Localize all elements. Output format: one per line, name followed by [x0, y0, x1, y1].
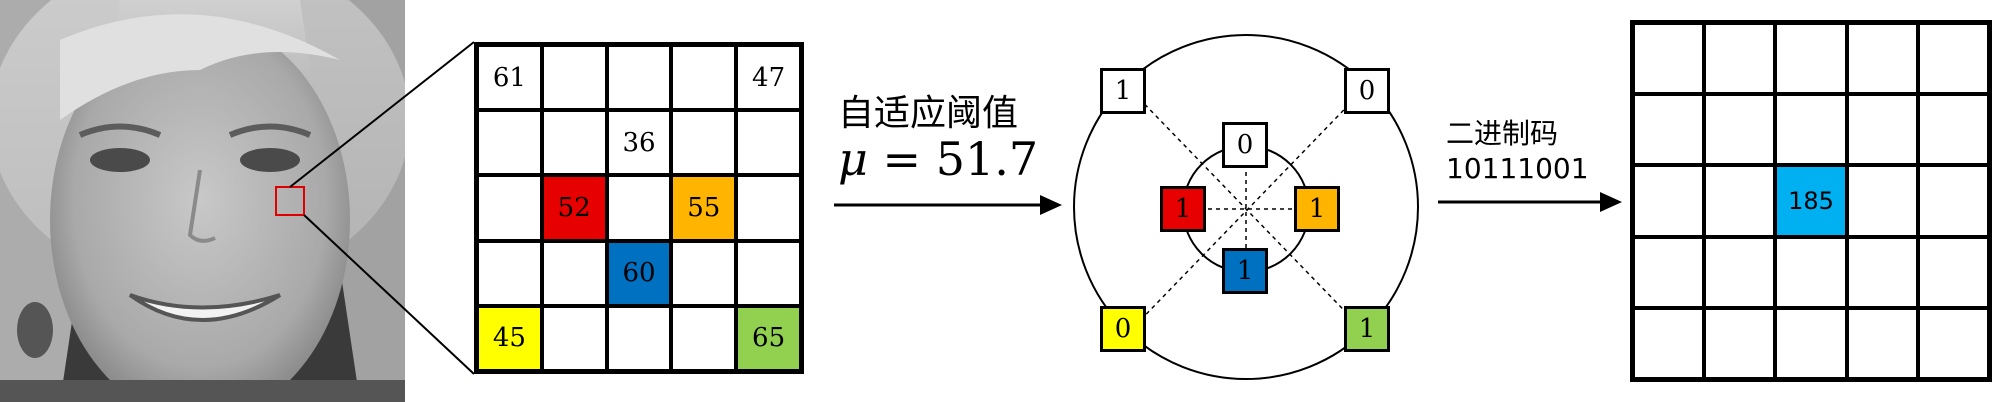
patch-cell: [477, 240, 542, 306]
result-cell: [1846, 165, 1918, 237]
result-cell: [1633, 236, 1705, 308]
result-cell: [1917, 236, 1989, 308]
result-cell: 185: [1775, 165, 1847, 237]
patch-cell: [736, 110, 801, 176]
result-cell: [1775, 23, 1847, 95]
result-cell: [1704, 23, 1776, 95]
result-cell: [1846, 94, 1918, 166]
patch-cell: [541, 305, 607, 371]
patch-cell: [541, 240, 607, 306]
result-grid: 185: [1630, 20, 1992, 382]
result-cell: [1917, 94, 1989, 166]
bit-outer-top-right: 0: [1344, 68, 1390, 114]
bit-inner-left: 1: [1160, 186, 1206, 232]
bit-inner-right: 1: [1294, 186, 1340, 232]
result-cell: [1633, 94, 1705, 166]
patch-cell: [671, 240, 737, 306]
patch-cell: [736, 240, 801, 306]
result-cell: [1633, 23, 1705, 95]
patch-cell: [671, 305, 737, 371]
bit-inner-bottom: 1: [1222, 248, 1268, 294]
patch-cell: 55: [671, 175, 737, 241]
mu-symbol: μ: [838, 132, 868, 186]
bit-inner-top: 0: [1222, 122, 1268, 168]
result-cell: [1704, 307, 1776, 379]
zoom-line-top: [289, 41, 475, 188]
patch-cell: [671, 110, 737, 176]
patch-cell: [606, 305, 672, 371]
dashed-spokes: [1127, 86, 1367, 334]
result-cell: [1846, 236, 1918, 308]
patch-cell: 61: [477, 45, 542, 111]
result-cell: [1917, 307, 1989, 379]
bit-outer-bottom-right: 1: [1344, 306, 1390, 352]
patch-cell: [606, 45, 672, 111]
binary-code-label: 二进制码: [1446, 117, 1559, 150]
patch-cell: 52: [541, 175, 607, 241]
binary-arrowhead: [1600, 192, 1622, 212]
zoom-line-bottom: [303, 214, 475, 375]
outer-circle: [1073, 34, 1419, 380]
threshold-value: μ = 51.7: [838, 132, 1038, 186]
threshold-label: 自适应阈值: [838, 93, 1019, 134]
patch-cell: 65: [736, 305, 801, 371]
patch-cell: 60: [606, 240, 672, 306]
result-cell: [1633, 165, 1705, 237]
result-cell: [1704, 165, 1776, 237]
patch-cell: [477, 110, 542, 176]
result-cell: [1917, 165, 1989, 237]
result-cell: [1846, 23, 1918, 95]
result-cell: [1775, 236, 1847, 308]
patch-cell: [671, 45, 737, 111]
binary-code-value: 10111001: [1446, 152, 1589, 185]
result-cell: [1775, 307, 1847, 379]
result-cell: [1846, 307, 1918, 379]
patch-cell: [736, 175, 801, 241]
patch-cell: [541, 45, 607, 111]
result-cell: [1704, 236, 1776, 308]
threshold-number: = 51.7: [867, 132, 1039, 186]
face-photo: [0, 0, 405, 402]
result-cell: [1704, 94, 1776, 166]
patch-cell: 47: [736, 45, 801, 111]
bit-outer-bottom-left: 0: [1100, 306, 1146, 352]
result-cell: [1633, 307, 1705, 379]
patch-cell: [606, 175, 672, 241]
sampled-patch-box: [275, 186, 305, 216]
patch-cell: 45: [477, 305, 542, 371]
result-cell: [1917, 23, 1989, 95]
threshold-arrowhead: [1040, 195, 1062, 215]
patch-cell: [477, 175, 542, 241]
patch-cell: [541, 110, 607, 176]
result-cell: [1775, 94, 1847, 166]
patch-cell: 36: [606, 110, 672, 176]
bit-outer-top-left: 1: [1100, 68, 1146, 114]
